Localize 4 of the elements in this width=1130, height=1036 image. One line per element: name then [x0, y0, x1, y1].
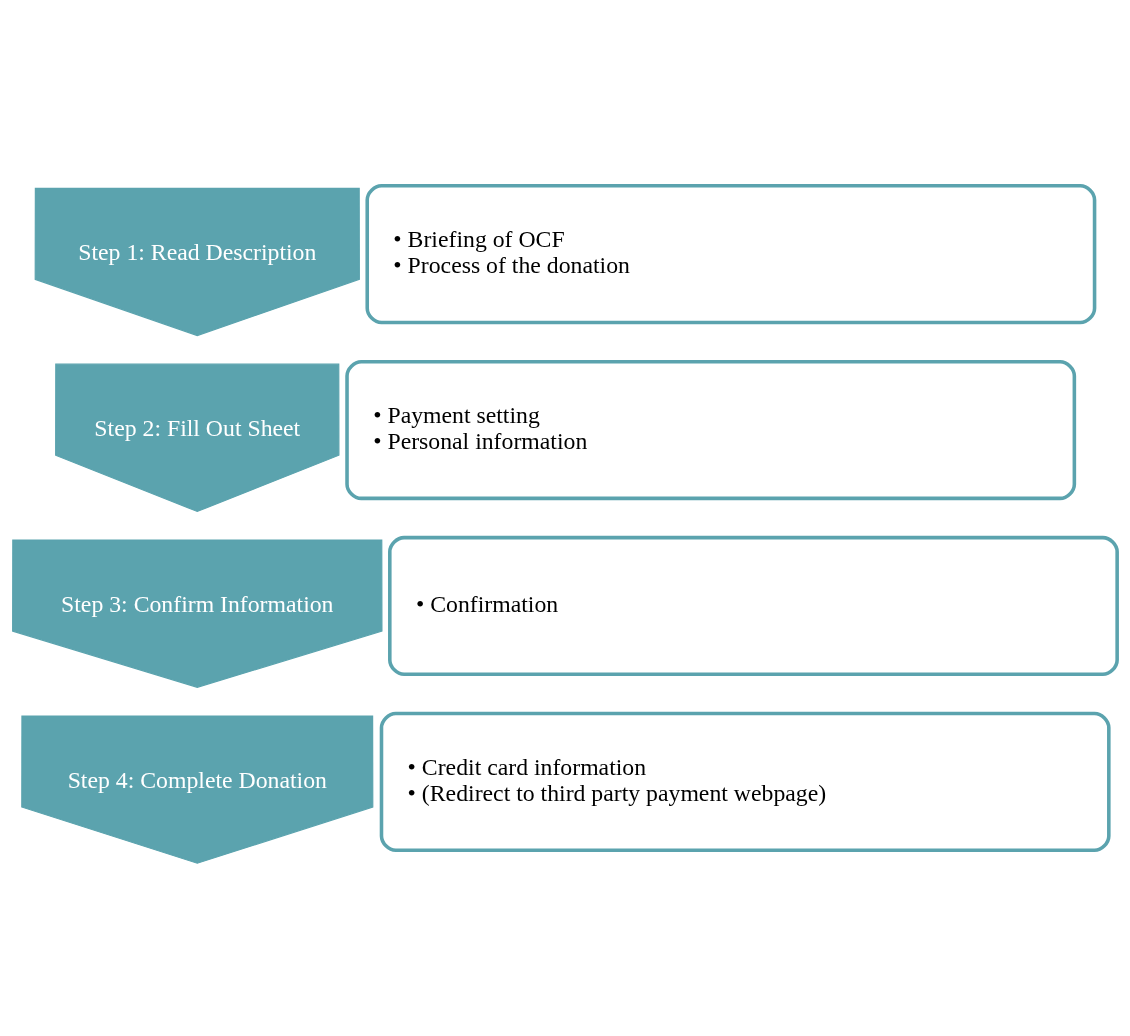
node-box: • Payment setting • Personal information	[345, 359, 1077, 501]
node-box: • Briefing of OCF • Process of the donation	[365, 184, 1097, 325]
node-box: • Credit card information • (Redirect to third party payment webpage)	[379, 711, 1111, 852]
node-box: • Confirmation	[388, 535, 1119, 677]
